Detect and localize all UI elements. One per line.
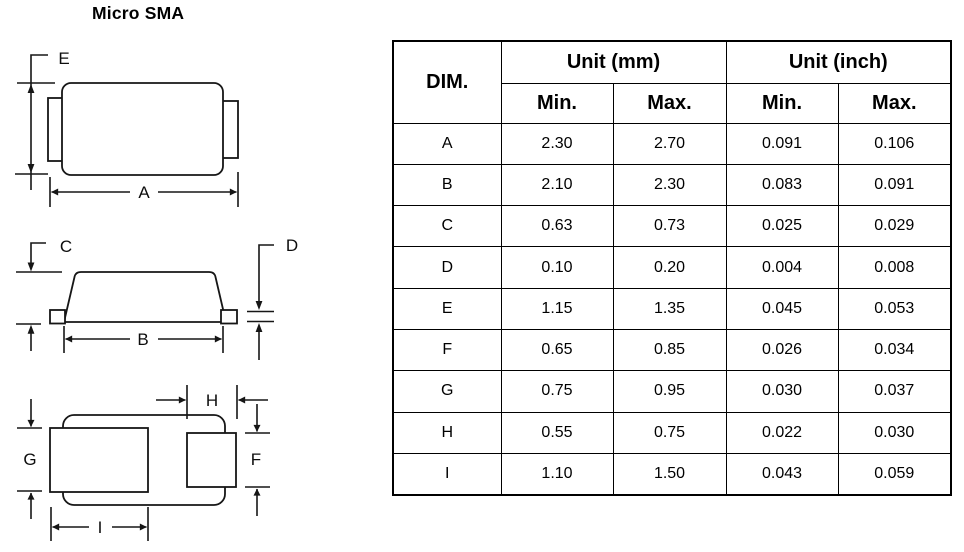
top-view-drawing: E A [15, 49, 239, 207]
table-row: H 0.55 0.75 0.022 0.030 [392, 411, 952, 454]
cell-inch-max: 0.106 [837, 122, 952, 165]
cell-dim: B [392, 163, 502, 207]
cell-inch-min: 0.030 [725, 370, 839, 413]
header-unit-mm: Unit (mm) [500, 40, 727, 84]
cell-inch-min: 0.004 [725, 246, 839, 289]
cell-mm-min: 0.63 [500, 205, 614, 248]
dimension-f: F [245, 404, 270, 516]
cell-inch-max: 0.030 [837, 411, 952, 454]
cell-inch-max: 0.091 [837, 163, 952, 207]
cell-mm-min: 0.10 [500, 246, 614, 289]
cell-dim: C [392, 205, 502, 248]
cell-mm-min: 0.65 [500, 328, 614, 372]
cell-dim: H [392, 411, 502, 454]
dim-label-h: H [206, 391, 218, 410]
cell-dim: D [392, 246, 502, 289]
dimension-d: D [247, 236, 298, 360]
cell-inch-max: 0.034 [837, 328, 952, 372]
cell-inch-min: 0.043 [725, 452, 839, 496]
cell-inch-min: 0.026 [725, 328, 839, 372]
cell-mm-min: 2.10 [500, 163, 614, 207]
cell-dim: E [392, 287, 502, 330]
dim-label-g: G [23, 450, 36, 469]
dim-label-b: B [137, 330, 148, 349]
dimension-a: A [49, 172, 239, 207]
lead-foot-left [49, 309, 66, 325]
cell-dim: I [392, 452, 502, 496]
cell-inch-min: 0.045 [725, 287, 839, 330]
cell-dim: A [392, 122, 502, 165]
cell-mm-max: 2.30 [612, 163, 727, 207]
dimension-i: I [50, 507, 149, 541]
table-row: B 2.10 2.30 0.083 0.091 [392, 163, 952, 207]
cell-mm-max: 0.73 [612, 205, 727, 248]
table-row: G 0.75 0.95 0.030 0.037 [392, 370, 952, 413]
dim-label-a: A [138, 183, 150, 202]
header-mm-max: Max. [612, 82, 727, 124]
lead-foot-right [220, 309, 238, 325]
dim-label-i: I [98, 518, 103, 537]
header-inch-min: Min. [725, 82, 839, 124]
table-header-row-groups: DIM. Unit (mm) Unit (inch) [392, 40, 952, 124]
cell-mm-min: 1.10 [500, 452, 614, 496]
header-mm-min: Min. [500, 82, 614, 124]
dimension-h: H [156, 385, 268, 419]
cell-inch-min: 0.091 [725, 122, 839, 165]
cell-mm-max: 0.75 [612, 411, 727, 454]
pad-right [186, 432, 237, 488]
package-body-side-view [62, 271, 228, 323]
dimension-b: B [63, 326, 224, 353]
cell-mm-min: 1.15 [500, 287, 614, 330]
cell-dim: F [392, 328, 502, 372]
cell-inch-max: 0.008 [837, 246, 952, 289]
table-row: I 1.10 1.50 0.043 0.059 [392, 452, 952, 496]
header-inch-max: Max. [837, 82, 952, 124]
cell-mm-max: 2.70 [612, 122, 727, 165]
cell-inch-min: 0.025 [725, 205, 839, 248]
table-row: A 2.30 2.70 0.091 0.106 [392, 122, 952, 165]
table-row: E 1.15 1.35 0.045 0.053 [392, 287, 952, 330]
package-body-top-view [61, 82, 224, 176]
cell-mm-max: 1.50 [612, 452, 727, 496]
table-row: F 0.65 0.85 0.026 0.034 [392, 328, 952, 372]
cell-inch-max: 0.029 [837, 205, 952, 248]
cell-mm-max: 0.85 [612, 328, 727, 372]
package-outline-drawings: E A C [15, 49, 298, 541]
cell-inch-max: 0.037 [837, 370, 952, 413]
cell-inch-max: 0.053 [837, 287, 952, 330]
cell-dim: G [392, 370, 502, 413]
cell-mm-min: 0.75 [500, 370, 614, 413]
dim-label-e: E [58, 49, 69, 68]
side-view-drawing: C D B [16, 236, 298, 360]
cell-mm-min: 2.30 [500, 122, 614, 165]
cell-mm-max: 0.20 [612, 246, 727, 289]
dimension-e: E [15, 49, 70, 190]
bottom-view-drawing: G F H I [17, 385, 270, 541]
dimensions-table: DIM. Unit (mm) Unit (inch) Min. Max. Min… [392, 40, 953, 496]
cell-mm-max: 0.95 [612, 370, 727, 413]
cell-inch-min: 0.022 [725, 411, 839, 454]
dim-label-d: D [286, 236, 298, 255]
dim-label-f: F [251, 450, 261, 469]
dimension-g: G [17, 399, 42, 519]
header-dim: DIM. [392, 40, 502, 124]
header-unit-inch: Unit (inch) [725, 40, 952, 84]
table-row: C 0.63 0.73 0.025 0.029 [392, 205, 952, 248]
table-row: D 0.10 0.20 0.004 0.008 [392, 246, 952, 289]
cell-mm-max: 1.35 [612, 287, 727, 330]
dim-label-c: C [60, 237, 72, 256]
pad-left [49, 427, 149, 493]
cell-inch-min: 0.083 [725, 163, 839, 207]
cell-inch-max: 0.059 [837, 452, 952, 496]
dimension-c: C [16, 237, 72, 351]
cell-mm-min: 0.55 [500, 411, 614, 454]
table-header-row-minmax: Min. Max. Min. Max. [393, 82, 952, 124]
page-title: Micro SMA [92, 3, 185, 23]
